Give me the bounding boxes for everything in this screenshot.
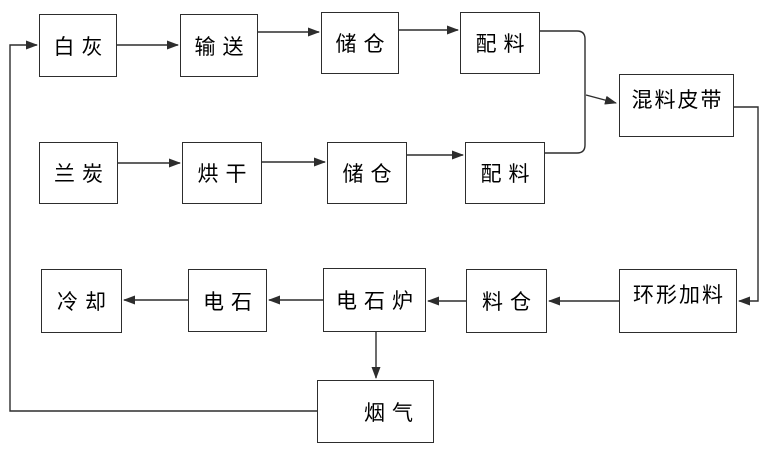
node-huanxing-jialiao: 环形加料 [619, 269, 737, 333]
edge-hunliao-huanxing [734, 106, 759, 306]
node-lantan: 兰炭 [39, 142, 118, 204]
node-chucang-bottom: 储仓 [327, 142, 407, 204]
edge-peiliao-merge-bracket [540, 30, 586, 154]
node-honggan: 烘干 [182, 142, 262, 204]
node-chucang-top: 储仓 [321, 12, 399, 74]
node-yanqi: 烟气 [317, 380, 434, 443]
node-lengque: 冷却 [41, 269, 122, 333]
node-peiliao-top: 配料 [460, 12, 540, 74]
node-dianshilu: 电石炉 [323, 268, 426, 332]
edge-yanqi-baihui [9, 40, 317, 412]
node-dianshi: 电石 [188, 269, 267, 332]
edge-merge-hunliao [585, 94, 617, 105]
node-shusong: 输送 [180, 14, 258, 77]
node-peiliao-bottom: 配料 [465, 142, 545, 204]
node-liaocang: 料仓 [466, 269, 547, 333]
node-baihui: 白灰 [39, 14, 117, 77]
node-hunliao-pidai: 混料皮带 [619, 74, 734, 137]
